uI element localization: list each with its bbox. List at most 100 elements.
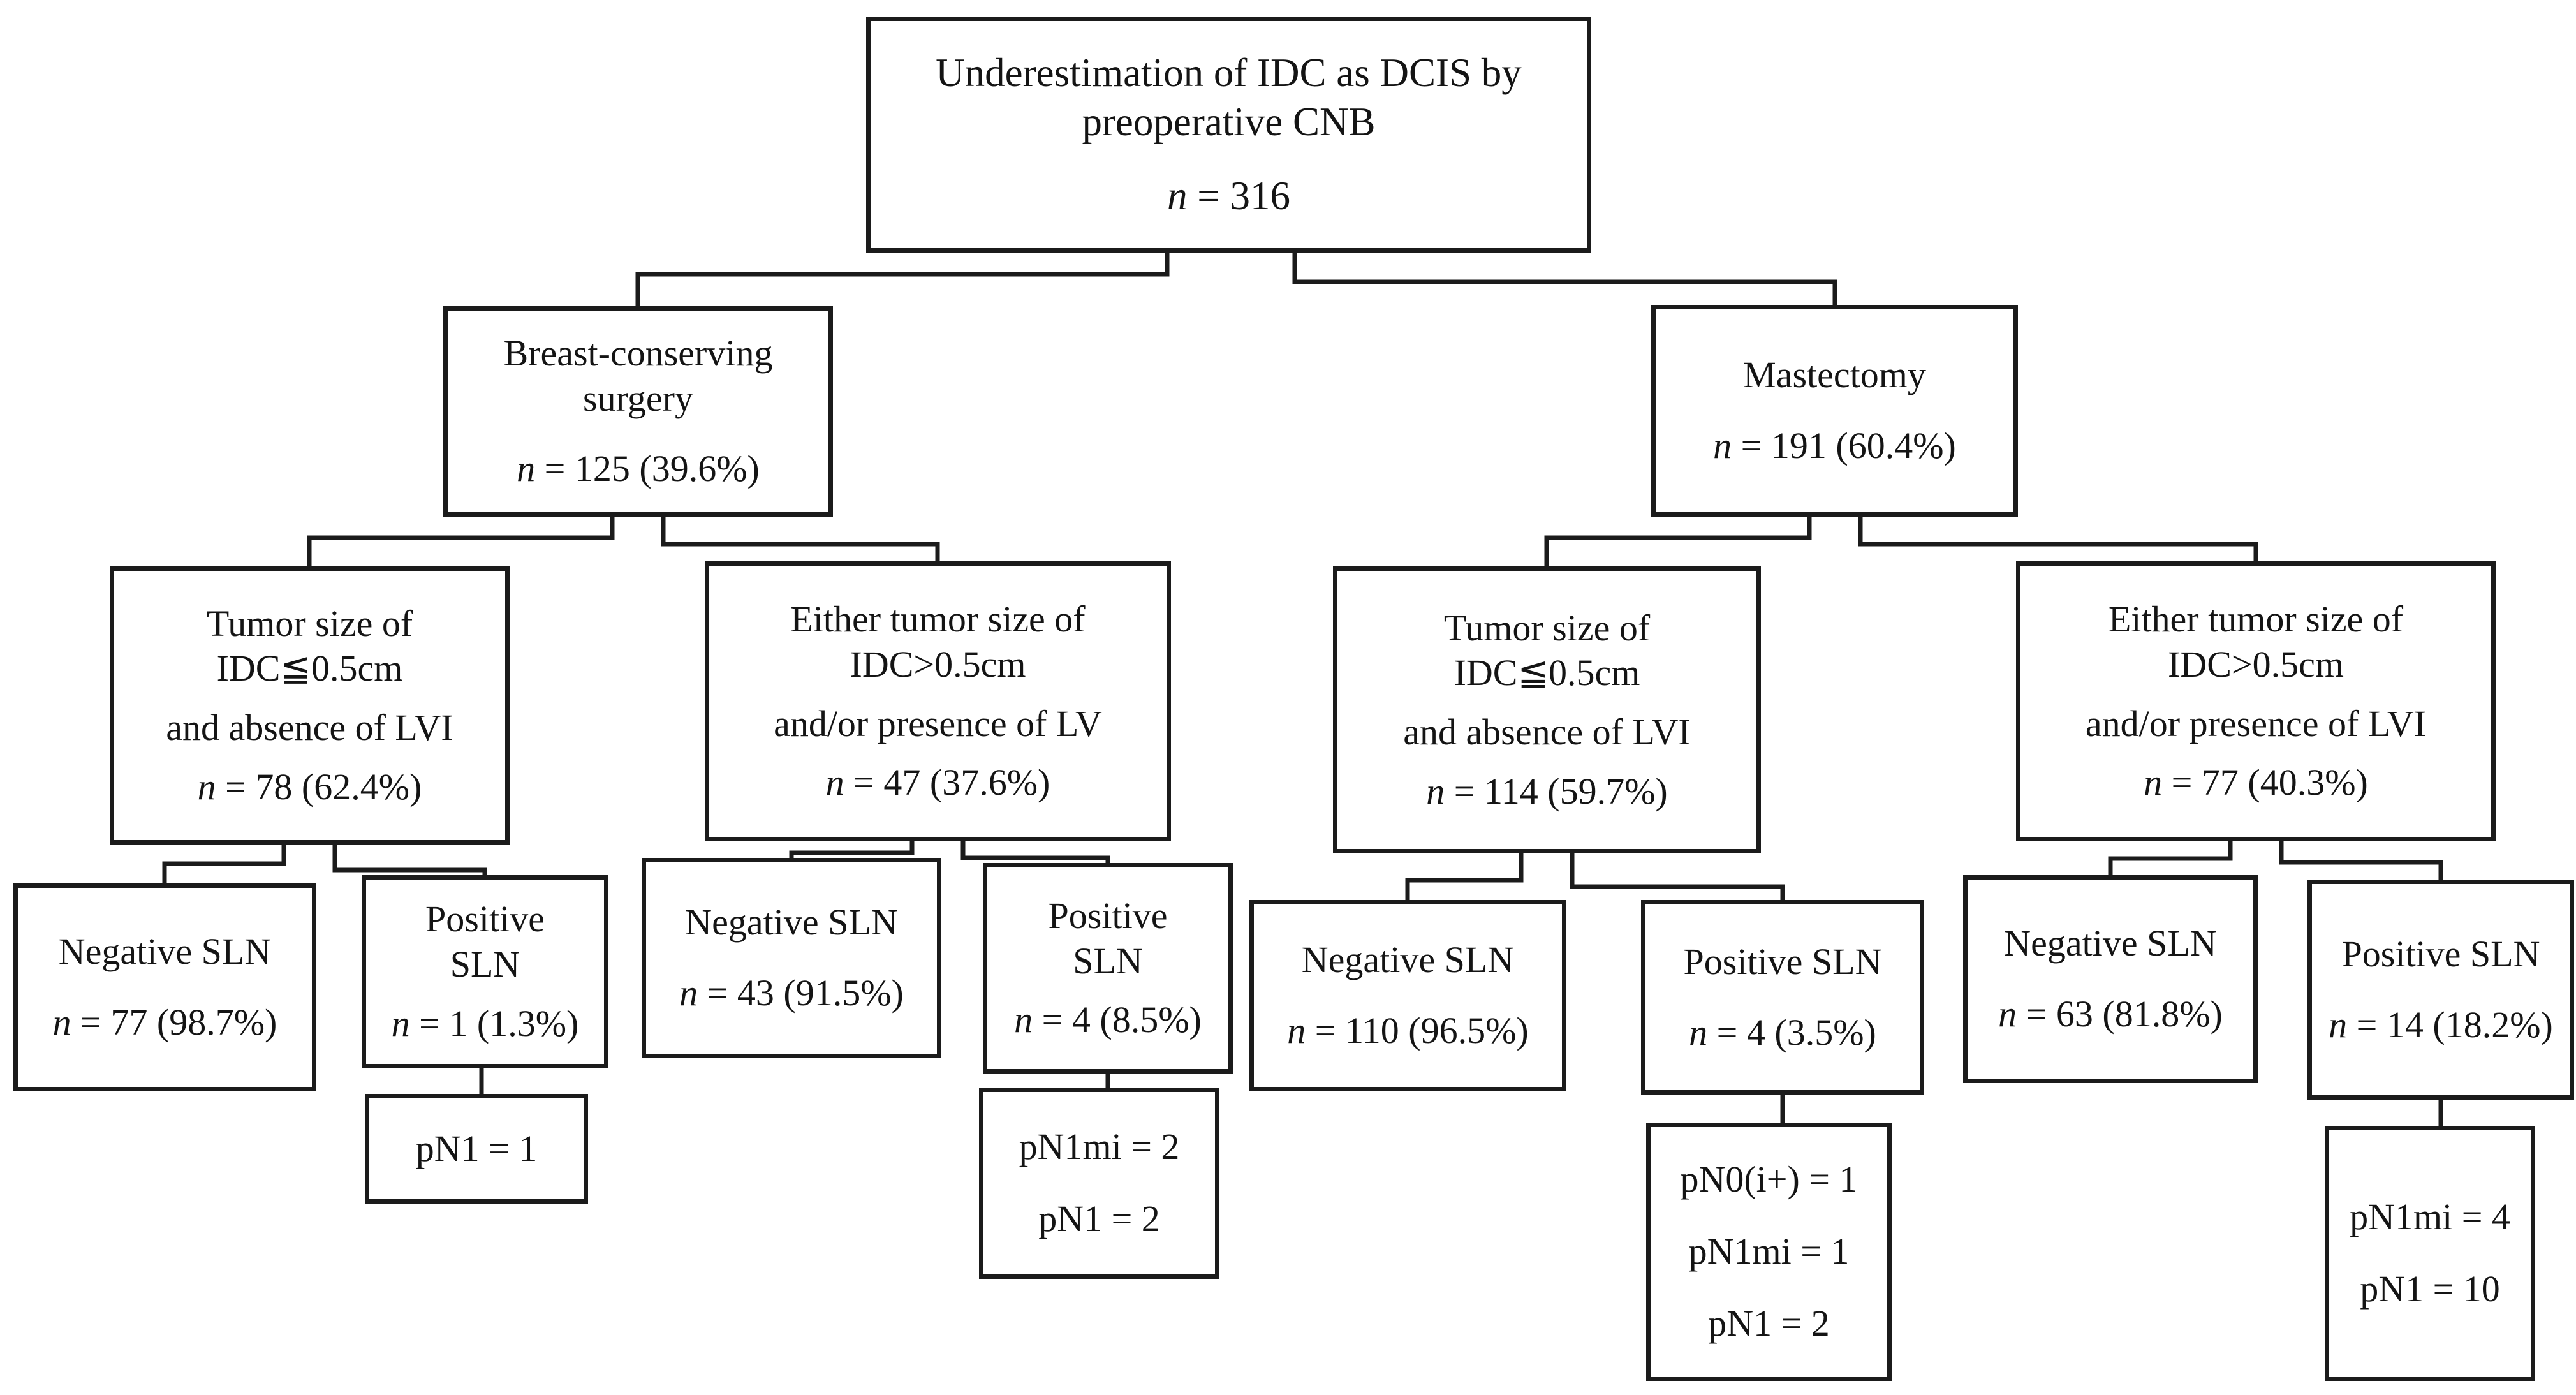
connector-root-mastectomy <box>1292 253 1837 305</box>
n-value: = 191 (60.4%) <box>1732 425 1956 466</box>
node-text: pN1 = 2 <box>1708 1302 1830 1344</box>
node-bcs-small-positive-sln: Positive SLN n = 1 (1.3%) <box>362 875 608 1068</box>
node-text: Positive <box>425 898 545 940</box>
node-breast-conserving-surgery: Breast-conserving surgery n = 125 (39.6%… <box>443 306 833 517</box>
node-count: n = 114 (59.7%) <box>1426 769 1668 815</box>
n-symbol: n <box>1014 999 1033 1041</box>
node-text: Negative SLN <box>58 931 272 973</box>
node-count: n = 316 <box>1167 172 1290 221</box>
n-symbol: n <box>1998 993 2017 1035</box>
node-text: pN1mi = 4 <box>2350 1196 2510 1238</box>
node-text: SLN <box>450 943 520 985</box>
node-mastectomy: Mastectomy n = 191 (60.4%) <box>1651 305 2018 517</box>
node-text: pN0(i+) = 1 <box>1680 1158 1858 1200</box>
n-symbol: n <box>2144 762 2163 804</box>
node-text: preoperative CNB <box>1082 99 1376 144</box>
connector-mast-small-neg <box>1405 853 1524 900</box>
node-text: IDC≦0.5cm <box>216 647 403 690</box>
node-bcs-large-positive-sln: Positive SLN n = 4 (8.5%) <box>983 863 1233 1074</box>
node-count: n = 43 (91.5%) <box>679 971 904 1016</box>
node-text: and/or presence of LV <box>774 702 1102 744</box>
n-value: = 4 (3.5%) <box>1707 1011 1876 1053</box>
node-text: Breast-conserving <box>503 332 773 374</box>
node-text: pN1 = 1 <box>415 1127 538 1169</box>
node-pn-bcs-large: pN1mi = 2 pN1 = 2 <box>979 1088 1219 1279</box>
node-text: Underestimation of IDC as DCIS by <box>936 50 1522 95</box>
n-value: = 316 <box>1187 173 1291 219</box>
node-text: pN1 = 2 <box>1038 1198 1160 1239</box>
node-mast-tumor-large: Either tumor size of IDC>0.5cm and/or pr… <box>2016 561 2496 841</box>
node-text: surgery <box>583 377 693 419</box>
node-text: pN1 = 10 <box>2360 1268 2500 1310</box>
n-symbol: n <box>679 972 698 1014</box>
node-text: Tumor size of <box>1443 607 1651 649</box>
node-text: and absence of LVI <box>1403 711 1691 753</box>
connector-mast-large-neg <box>2108 841 2233 875</box>
node-bcs-tumor-small: Tumor size of IDC≦0.5cm and absence of L… <box>110 566 510 845</box>
n-value: = 77 (40.3%) <box>2162 762 2368 804</box>
node-text: Positive SLN <box>1683 940 1882 982</box>
n-symbol: n <box>52 1001 71 1043</box>
connector-mast-small-pos <box>1570 853 1785 900</box>
n-value: = 47 (37.6%) <box>844 762 1050 804</box>
node-pn-mast-large: pN1mi = 4 pN1 = 10 <box>2325 1126 2535 1381</box>
connector-bcs-large-pos <box>960 841 1110 863</box>
connector-bcs-large <box>661 517 940 561</box>
connector-bcs-small-neg <box>162 845 286 883</box>
node-pn-bcs-small: pN1 = 1 <box>365 1094 588 1204</box>
node-count: n = 14 (18.2%) <box>2329 1003 2553 1048</box>
node-count: n = 1 (1.3%) <box>392 1001 579 1047</box>
node-text: Either tumor size of <box>790 598 1086 640</box>
connector-bcs-small <box>307 517 615 566</box>
node-count: n = 77 (98.7%) <box>53 1000 277 1045</box>
n-symbol: n <box>1713 425 1732 466</box>
connector-mast-large-pos <box>2279 841 2443 880</box>
node-text: IDC>0.5cm <box>2168 643 2344 685</box>
node-text: Positive SLN <box>2341 933 2540 975</box>
n-symbol: n <box>1689 1011 1708 1053</box>
n-value: = 1 (1.3%) <box>409 1002 579 1044</box>
node-count: n = 77 (40.3%) <box>2144 760 2368 806</box>
node-bcs-large-negative-sln: Negative SLN n = 43 (91.5%) <box>642 858 941 1058</box>
n-value: = 43 (91.5%) <box>698 972 904 1014</box>
node-count: n = 47 (37.6%) <box>826 760 1050 806</box>
node-text: Tumor size of <box>206 602 413 644</box>
node-count: n = 78 (62.4%) <box>198 765 422 810</box>
node-count: n = 63 (81.8%) <box>1998 992 2223 1037</box>
node-bcs-small-negative-sln: Negative SLN n = 77 (98.7%) <box>13 883 316 1091</box>
n-symbol: n <box>1287 1010 1306 1051</box>
node-mast-small-negative-sln: Negative SLN n = 110 (96.5%) <box>1249 900 1566 1091</box>
node-text: pN1mi = 1 <box>1688 1230 1850 1273</box>
node-mast-small-positive-sln: Positive SLN n = 4 (3.5%) <box>1641 900 1924 1095</box>
node-text: Mastectomy <box>1743 354 1926 396</box>
connector-mast-small <box>1544 517 1812 566</box>
n-symbol: n <box>517 448 536 490</box>
node-count: n = 4 (3.5%) <box>1689 1010 1876 1056</box>
connector-mast-large <box>1858 517 2258 561</box>
node-mast-tumor-small: Tumor size of IDC≦0.5cm and absence of L… <box>1333 566 1761 853</box>
n-symbol: n <box>825 762 844 804</box>
n-symbol: n <box>1426 770 1445 812</box>
node-text: Negative SLN <box>2004 922 2217 964</box>
n-symbol: n <box>391 1002 410 1044</box>
node-count: n = 4 (8.5%) <box>1014 998 1202 1043</box>
node-text: pN1mi = 2 <box>1019 1126 1180 1168</box>
node-text: SLN <box>1073 940 1143 982</box>
node-text: Negative SLN <box>1301 939 1515 981</box>
node-text: IDC>0.5cm <box>850 643 1026 685</box>
node-text: Positive <box>1048 894 1168 936</box>
connector-bcs-large-neg <box>789 841 915 858</box>
n-value: = 110 (96.5%) <box>1306 1010 1529 1051</box>
node-text: Either tumor size of <box>2108 598 2404 640</box>
node-text: and/or presence of LVI <box>2085 702 2427 744</box>
node-mast-large-positive-sln: Positive SLN n = 14 (18.2%) <box>2307 880 2574 1100</box>
node-text: and absence of LVI <box>166 707 453 748</box>
connector-root-bcs <box>635 253 1170 306</box>
node-text: IDC≦0.5cm <box>1454 652 1640 694</box>
connector-bcs-small-pos <box>332 845 487 875</box>
n-symbol: n <box>2329 1003 2348 1045</box>
n-value: = 114 (59.7%) <box>1445 770 1668 812</box>
n-value: = 125 (39.6%) <box>535 448 760 490</box>
